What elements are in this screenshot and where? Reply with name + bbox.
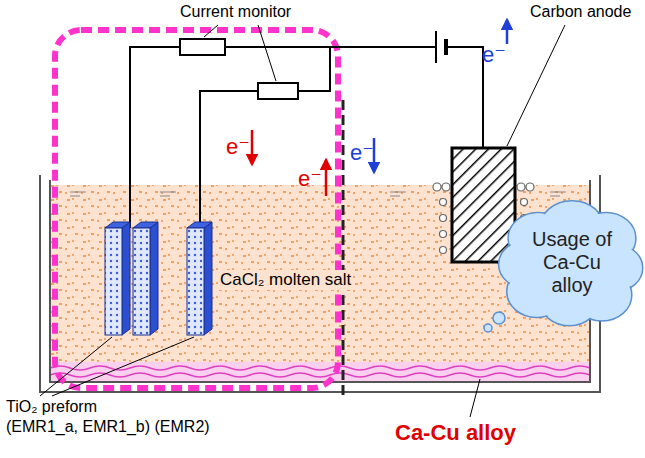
- electron-label: e⁻: [350, 140, 374, 165]
- alloy-layer: [50, 362, 590, 382]
- preform-side: [150, 222, 158, 335]
- bubble: [440, 199, 447, 206]
- electron-arrow: [325, 160, 328, 196]
- electron-label: e⁻: [298, 166, 322, 191]
- bubble: [440, 247, 447, 254]
- leader-line: [40, 337, 112, 396]
- battery-plate: [435, 31, 437, 63]
- bubble: [440, 231, 447, 238]
- preform-front: [105, 228, 122, 335]
- battery-plate: [444, 39, 448, 55]
- electron-arrow: [506, 20, 509, 44]
- cloud-text: Usage of Ca-Cu alloy: [526, 228, 618, 297]
- preform-front: [187, 228, 204, 335]
- salt-label: CaCl₂ molten salt: [218, 270, 353, 290]
- current-monitor-box: [258, 83, 298, 99]
- part-label: (EMR1_a, EMR1_b) (EMR2): [6, 418, 210, 436]
- magenta-dashed-region: [55, 30, 338, 388]
- cloud-bubble: [493, 312, 505, 324]
- leader-line: [258, 25, 276, 81]
- preform-side: [122, 222, 130, 335]
- wire: [130, 47, 483, 228]
- tio2-preform: [105, 222, 212, 335]
- carbon-anode: [452, 148, 515, 262]
- electron-arrow: [251, 130, 254, 164]
- preform-side: [204, 222, 212, 335]
- leader-line: [470, 379, 480, 417]
- dashed-separator: [342, 100, 345, 398]
- bubble: [442, 183, 450, 191]
- preform-top: [187, 222, 212, 228]
- preform-top: [133, 222, 158, 228]
- callout-label: Carbon anode: [530, 3, 631, 21]
- current-monitor-box: [180, 39, 225, 55]
- leader-lines: [40, 25, 565, 417]
- leader-line: [52, 337, 194, 396]
- electron-label: e⁻: [226, 134, 250, 159]
- part-label: TiO₂ preform: [6, 398, 97, 416]
- bubble: [526, 183, 534, 191]
- cloud-bubble: [484, 324, 492, 332]
- alloy-wave: [50, 366, 590, 370]
- bubble: [521, 199, 528, 206]
- leader-line: [204, 25, 218, 37]
- alloy-label: Ca-Cu alloy: [395, 420, 516, 445]
- callout-cloud: Usage of Ca-Cu alloy: [504, 203, 640, 321]
- wire: [200, 47, 330, 228]
- callout-label: Current monitor: [180, 3, 291, 21]
- leader-line: [507, 25, 565, 146]
- bubble: [440, 215, 447, 222]
- bubble: [517, 183, 525, 191]
- bubble: [433, 183, 441, 191]
- electron-label: e⁻: [482, 42, 506, 67]
- alloy-wave: [50, 373, 590, 377]
- preform-front: [133, 228, 150, 335]
- preform-top: [105, 222, 130, 228]
